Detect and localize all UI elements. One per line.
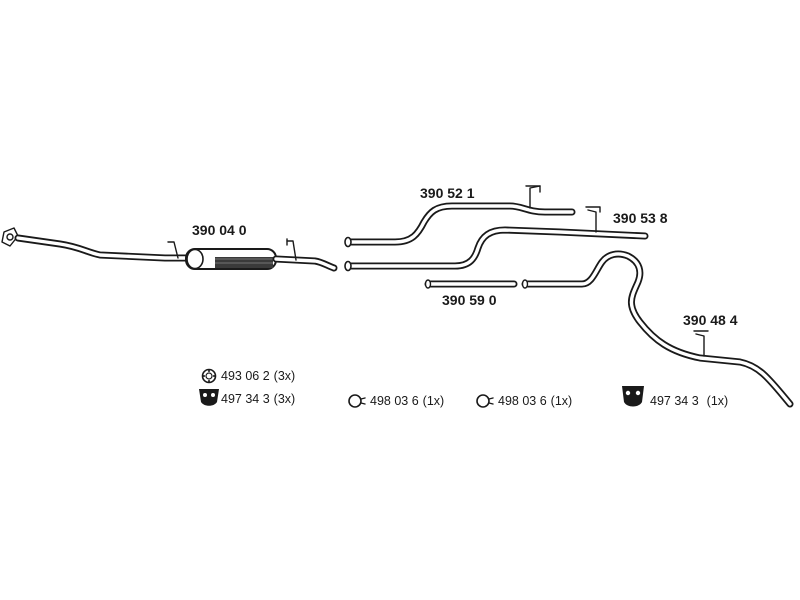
accessory-number: 497 34 3: [221, 392, 270, 406]
pipe-clamp-icon: [348, 394, 366, 408]
part-label-390-52-1: 390 52 1: [420, 185, 475, 201]
rubber-mount-icon: [622, 386, 644, 407]
front-pipe-with-middle-silencer[interactable]: 390 04 0: [1, 222, 338, 272]
pipe-clamp-icon: [476, 394, 494, 408]
accessory-rubber-mount-1[interactable]: 497 34 3 (3x): [199, 389, 295, 406]
intermediate-pipe-390-59-0[interactable]: 390 59 0: [424, 279, 518, 308]
gasket-ring-icon: [201, 368, 217, 384]
svg-text:497 34 3(1x): 497 34 3 (1x): [650, 394, 728, 408]
accessory-number: 498 03 6: [370, 394, 419, 408]
tail-pipe-390-48-4[interactable]: 390 48 4: [521, 250, 794, 408]
accessory-quantity: (1x): [707, 394, 729, 408]
accessory-number: 497 34 3: [650, 394, 699, 408]
part-label-390-48-4: 390 48 4: [683, 312, 738, 328]
svg-text:493 06 2(3x): 493 06 2 (3x): [221, 369, 295, 383]
part-label-390-59-0: 390 59 0: [442, 292, 497, 308]
accessory-clamp-2[interactable]: 498 03 6 (1x): [476, 394, 572, 408]
accessory-quantity: (1x): [423, 394, 445, 408]
svg-text:498 03 6(1x): 498 03 6 (1x): [370, 394, 444, 408]
accessory-quantity: (3x): [274, 369, 296, 383]
part-label-390-04-0: 390 04 0: [192, 222, 247, 238]
twin-pipe-right-390-53-8[interactable]: 390 53 8: [344, 206, 668, 272]
front-flange-icon: [1, 227, 19, 247]
accessory-quantity: (1x): [551, 394, 573, 408]
part-label-390-53-8: 390 53 8: [613, 210, 668, 226]
accessory-number: 498 03 6: [498, 394, 547, 408]
accessory-quantity: (3x): [274, 392, 296, 406]
rubber-mount-icon: [199, 389, 219, 406]
middle-silencer: [185, 248, 277, 270]
accessory-clamp-1[interactable]: 498 03 6 (1x): [348, 394, 444, 408]
svg-text:498 03 6(1x): 498 03 6 (1x): [498, 394, 572, 408]
twin-pipe-left-390-52-1[interactable]: 390 52 1: [344, 185, 576, 248]
accessory-number: 493 06 2: [221, 369, 270, 383]
accessory-rubber-mount-2[interactable]: 497 34 3 (1x): [622, 386, 728, 408]
accessory-gasket[interactable]: 493 06 2 (3x): [201, 368, 296, 384]
svg-text:497 34 3(3x): 497 34 3 (3x): [221, 392, 295, 406]
